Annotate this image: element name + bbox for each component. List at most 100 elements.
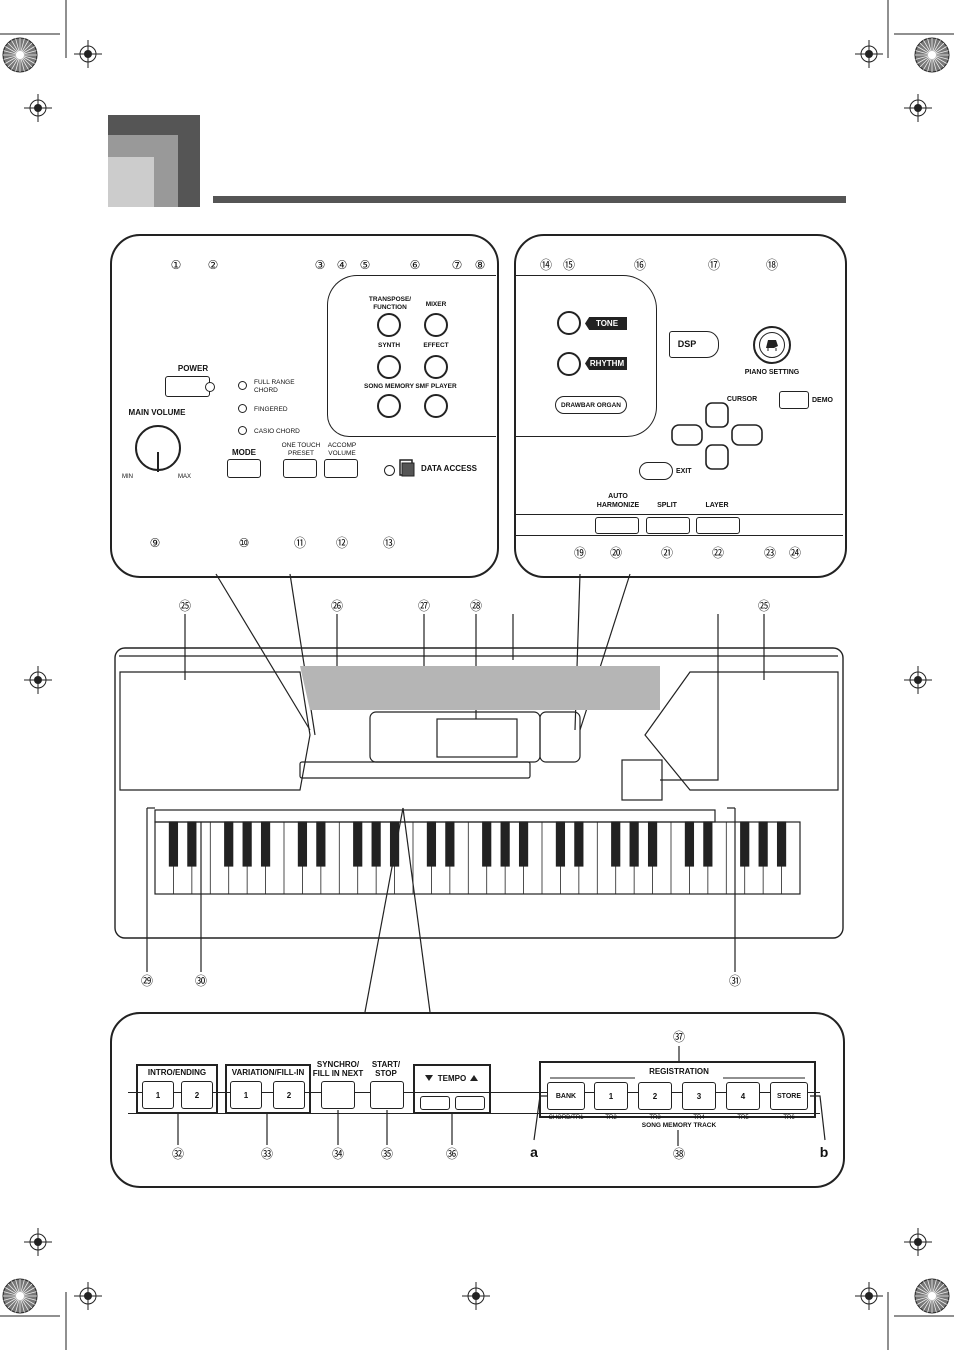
intro-ending-2-button[interactable]	[181, 1081, 213, 1109]
auto-harmonize-label: AUTO HARMONIZE	[596, 493, 640, 509]
rhythm-button[interactable]	[557, 352, 581, 376]
cursor-pad[interactable]	[670, 399, 770, 471]
split-button[interactable]	[646, 517, 690, 534]
callout-31: ㉛	[728, 974, 741, 988]
mixer-button[interactable]	[424, 313, 448, 337]
variation-fill-in-frame	[225, 1064, 311, 1114]
black-key	[168, 821, 179, 867]
variation-fill-in-label: VARIATION/FILL-IN	[231, 1068, 305, 1077]
black-key	[482, 821, 492, 867]
header-block-light	[108, 157, 154, 207]
cursor-label: CURSOR	[726, 396, 758, 403]
effect-button[interactable]	[424, 355, 448, 379]
lower-strip	[514, 514, 843, 536]
tempo-up-button[interactable]	[455, 1096, 485, 1110]
callout-6: ⑥	[409, 258, 421, 272]
callout-21: ㉑	[660, 546, 673, 560]
reg-1-button[interactable]	[594, 1082, 628, 1110]
mode-label-full-range: FULL RANGE CHORD	[254, 379, 295, 394]
power-indicator	[205, 382, 215, 392]
black-key	[555, 821, 566, 867]
tone-label: TONE	[595, 319, 619, 328]
layer-button[interactable]	[696, 517, 740, 534]
store-label: STORE	[777, 1093, 801, 1100]
registration-mark-icon	[904, 1228, 932, 1256]
letter-b: b	[819, 1144, 829, 1160]
callout-1: ①	[170, 258, 182, 272]
synth-button[interactable]	[377, 355, 401, 379]
letter-a: a	[530, 1144, 538, 1160]
auto-harmonize-button[interactable]	[595, 517, 639, 534]
reg-3-label: 3	[696, 1092, 702, 1101]
demo-label: DEMO	[812, 397, 833, 404]
reg-2-button[interactable]	[638, 1082, 672, 1110]
exit-button[interactable]	[639, 462, 673, 480]
tempo-down-button[interactable]	[420, 1096, 450, 1110]
black-key	[740, 821, 750, 867]
reg-3-button[interactable]	[682, 1082, 716, 1110]
smf-player-button[interactable]	[424, 394, 448, 418]
tempo-down-arrow-icon	[425, 1075, 433, 1081]
track-label-2: TR2	[605, 1115, 617, 1121]
registration-mark-icon	[74, 40, 102, 68]
tone-button[interactable]	[557, 311, 581, 335]
synth-label: SYNTH	[377, 342, 401, 349]
accomp-volume-button[interactable]	[324, 459, 358, 478]
color-rosette	[2, 37, 38, 73]
rhythm-label: RHYTHM	[589, 359, 625, 368]
black-key	[684, 821, 695, 867]
song-memory-button[interactable]	[377, 394, 401, 418]
synchro-fill-in-next-label: SYNCHRO/ FILL IN NEXT	[312, 1060, 364, 1078]
black-key	[316, 821, 326, 867]
effect-label: EFFECT	[423, 342, 449, 349]
callout-9: ⑨	[149, 536, 161, 550]
black-key	[518, 821, 529, 867]
callout-33: ㉝	[260, 1147, 273, 1161]
bank-label: BANK	[555, 1093, 577, 1100]
smf-player-label: SMF PLAYER	[415, 383, 457, 390]
start-stop-label: START/ STOP	[371, 1060, 401, 1078]
mode-led-fingered	[238, 404, 247, 413]
black-key	[611, 821, 621, 867]
drawbar-organ-button[interactable]	[555, 396, 627, 414]
variation-1-button[interactable]	[230, 1081, 262, 1109]
callout-19: ⑲	[573, 546, 586, 560]
reg-4-label: 4	[740, 1092, 746, 1101]
callout-18: ⑱	[765, 258, 778, 272]
variation-2-button[interactable]	[273, 1081, 305, 1109]
exit-label: EXIT	[676, 468, 692, 475]
callout-25-right: ㉕	[757, 599, 770, 613]
demo-button[interactable]	[779, 391, 809, 409]
store-button[interactable]	[770, 1082, 808, 1110]
callout-2: ②	[207, 258, 219, 272]
color-rosette	[914, 37, 950, 73]
black-key	[500, 821, 510, 867]
callout-16: ⑯	[633, 258, 646, 272]
bank-button[interactable]	[547, 1082, 585, 1110]
callout-29: ㉙	[140, 974, 153, 988]
callout-11: ⑪	[293, 536, 306, 550]
mode-label: MODE	[232, 448, 256, 457]
synchro-fill-in-next-button[interactable]	[321, 1081, 355, 1109]
dsp-label: DSP	[677, 339, 697, 349]
callout-17: ⑰	[707, 258, 720, 272]
callout-38: ㊳	[672, 1147, 685, 1161]
mode-label-fingered: FINGERED	[254, 406, 288, 413]
registration-mark-icon	[74, 1282, 102, 1310]
tempo-label: TEMPO	[437, 1074, 467, 1083]
intro-ending-1-button[interactable]	[142, 1081, 174, 1109]
one-touch-preset-button[interactable]	[283, 459, 317, 478]
registration-mark-icon	[904, 94, 932, 122]
mode-button[interactable]	[227, 459, 261, 478]
tone-rhythm-cluster	[514, 275, 657, 437]
black-key	[445, 821, 455, 867]
dsp-button[interactable]	[669, 331, 719, 358]
intro-ending-label: INTRO/ENDING	[147, 1068, 207, 1077]
transpose-function-button[interactable]	[377, 313, 401, 337]
callout-12: ⑫	[335, 536, 348, 550]
callout-35: ㉟	[380, 1147, 393, 1161]
start-stop-button[interactable]	[370, 1081, 404, 1109]
reg-4-button[interactable]	[726, 1082, 760, 1110]
mode-label-casio-chord: CASIO CHORD	[254, 428, 300, 435]
